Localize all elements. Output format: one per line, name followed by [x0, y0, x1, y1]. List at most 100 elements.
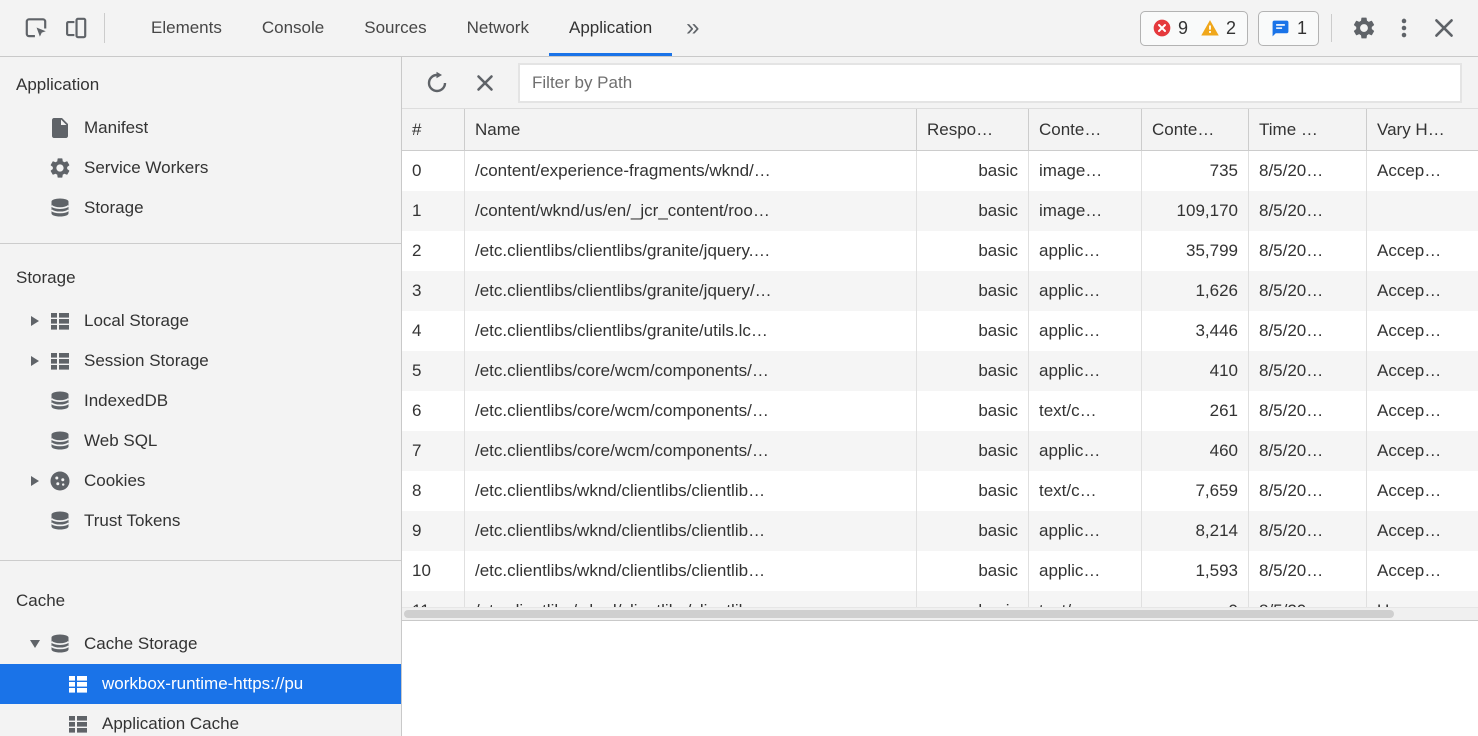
cell-time-cached: 8/5/20…: [1249, 391, 1367, 431]
column-header-respo-2[interactable]: Respo…: [917, 109, 1029, 150]
cell-num: 2: [402, 231, 465, 271]
chevron-double-right-icon: »: [686, 14, 699, 42]
tab-sources[interactable]: Sources: [344, 0, 446, 56]
cell-response-type: basic: [917, 151, 1029, 191]
tab-network[interactable]: Network: [447, 0, 549, 56]
table-row[interactable]: 0/content/experience-fragments/wknd/…bas…: [402, 151, 1478, 191]
warning-badge: 2: [1200, 18, 1236, 39]
sidebar-item-manifest[interactable]: Manifest: [0, 108, 401, 148]
scrollbar-thumb[interactable]: [404, 610, 1394, 618]
cell-vary: Accep…: [1367, 351, 1478, 391]
close-devtools-button[interactable]: [1424, 15, 1464, 41]
toolbar-divider: [104, 13, 105, 43]
cell-time-cached: 8/5/20…: [1249, 311, 1367, 351]
cell-vary: Accep…: [1367, 311, 1478, 351]
sidebar-item-cache-storage[interactable]: Cache Storage: [0, 624, 401, 664]
cell-num: 9: [402, 511, 465, 551]
messages-badge-group[interactable]: 1: [1258, 11, 1319, 46]
filter-by-path-input[interactable]: [518, 63, 1462, 103]
table-row[interactable]: 5/etc.clientlibs/core/wcm/components/…ba…: [402, 351, 1478, 391]
table-row[interactable]: 3/etc.clientlibs/clientlibs/granite/jque…: [402, 271, 1478, 311]
table-row[interactable]: 7/etc.clientlibs/core/wcm/components/…ba…: [402, 431, 1478, 471]
cell-name: /content/wknd/us/en/_jcr_content/roo…: [465, 191, 917, 231]
settings-button[interactable]: [1344, 15, 1384, 41]
toolbar-divider: [1331, 14, 1332, 42]
error-count: 9: [1178, 18, 1188, 39]
cookie-icon: [48, 469, 72, 493]
inspect-cursor-icon: [23, 15, 49, 41]
table-row[interactable]: 6/etc.clientlibs/core/wcm/components/…ba…: [402, 391, 1478, 431]
column-header-name-1[interactable]: Name: [465, 109, 917, 150]
delete-selected-button[interactable]: [468, 71, 502, 95]
cell-content-length: 7,659: [1142, 471, 1249, 511]
table-row[interactable]: 2/etc.clientlibs/clientlibs/granite/jque…: [402, 231, 1478, 271]
issues-badge-group[interactable]: 9 2: [1140, 11, 1248, 46]
cell-time-cached: 8/5/20…: [1249, 591, 1367, 607]
cell-content-length: 1,593: [1142, 551, 1249, 591]
sidebar-item-label: workbox-runtime-https://pu: [102, 674, 303, 694]
cell-content-length: 261: [1142, 391, 1249, 431]
table-row[interactable]: 10/etc.clientlibs/wknd/clientlibs/client…: [402, 551, 1478, 591]
cell-time-cached: 8/5/20…: [1249, 511, 1367, 551]
cell-content-type: applic…: [1029, 271, 1142, 311]
cell-response-type: basic: [917, 351, 1029, 391]
customize-menu-button[interactable]: [1384, 15, 1424, 41]
document-icon: [48, 116, 72, 140]
disclosure-triangle: [22, 476, 48, 486]
toggle-device-toolbar-button[interactable]: [56, 0, 96, 56]
table-row[interactable]: 1/content/wknd/us/en/_jcr_content/roo…ba…: [402, 191, 1478, 231]
chevron-collapsed-icon: [31, 356, 39, 366]
more-tabs-button[interactable]: »: [672, 0, 713, 56]
cell-response-type: basic: [917, 431, 1029, 471]
sidebar-item-session-storage[interactable]: Session Storage: [0, 341, 401, 381]
tab-console[interactable]: Console: [242, 0, 344, 56]
refresh-button[interactable]: [420, 71, 454, 95]
cell-content-type: text/c…: [1029, 391, 1142, 431]
devtools-toolbar: ElementsConsoleSourcesNetworkApplication…: [0, 0, 1478, 57]
column-header-conte-4[interactable]: Conte…: [1142, 109, 1249, 150]
clear-x-icon: [473, 71, 497, 95]
sidebar-item-service-workers[interactable]: Service Workers: [0, 148, 401, 188]
cell-vary: Accep…: [1367, 271, 1478, 311]
sidebar-item-storage[interactable]: Storage: [0, 188, 401, 228]
tab-application[interactable]: Application: [549, 0, 672, 56]
cell-vary: Accep…: [1367, 551, 1478, 591]
column-header-conte-3[interactable]: Conte…: [1029, 109, 1142, 150]
sidebar-item-label: Service Workers: [84, 158, 208, 178]
sidebar-item-web-sql[interactable]: Web SQL: [0, 421, 401, 461]
database-icon: [48, 632, 72, 656]
cell-name: /etc.clientlibs/core/wcm/components/…: [465, 351, 917, 391]
sidebar-item-cookies[interactable]: Cookies: [0, 461, 401, 501]
sidebar-item-application-cache[interactable]: Application Cache: [0, 704, 401, 736]
sidebar-section-application: ApplicationManifestService WorkersStorag…: [0, 57, 401, 244]
sidebar-section-title: Application: [0, 75, 401, 95]
table-row[interactable]: 9/etc.clientlibs/wknd/clientlibs/clientl…: [402, 511, 1478, 551]
tab-strip: ElementsConsoleSourcesNetworkApplication: [131, 0, 672, 56]
cell-response-type: basic: [917, 391, 1029, 431]
cell-name: /etc.clientlibs/core/wcm/components/…: [465, 391, 917, 431]
sidebar-item-local-storage[interactable]: Local Storage: [0, 301, 401, 341]
column-header-vary-h-6[interactable]: Vary H…: [1367, 109, 1478, 150]
cell-time-cached: 8/5/20…: [1249, 271, 1367, 311]
sidebar-item-workbox-runtime-https-pu[interactable]: workbox-runtime-https://pu: [0, 664, 401, 704]
inspect-element-button[interactable]: [16, 0, 56, 56]
column-header-index-0[interactable]: #: [402, 109, 465, 150]
chevron-collapsed-icon: [31, 476, 39, 486]
cell-name: /etc.clientlibs/wknd/clientlibs/clientli…: [465, 471, 917, 511]
sidebar-item-trust-tokens[interactable]: Trust Tokens: [0, 501, 401, 541]
table-row[interactable]: 11/etc.clientlibs/wknd/clientlibs/client…: [402, 591, 1478, 607]
sidebar-item-label: Cache Storage: [84, 634, 197, 654]
sidebar-item-indexeddb[interactable]: IndexedDB: [0, 381, 401, 421]
horizontal-scrollbar[interactable]: [402, 607, 1478, 620]
cell-num: 4: [402, 311, 465, 351]
database-icon: [48, 509, 72, 533]
cell-content-length: 410: [1142, 351, 1249, 391]
cell-time-cached: 8/5/20…: [1249, 431, 1367, 471]
column-header-time-5[interactable]: Time …: [1249, 109, 1367, 150]
cell-content-length: 460: [1142, 431, 1249, 471]
table-row[interactable]: 4/etc.clientlibs/clientlibs/granite/util…: [402, 311, 1478, 351]
warning-count: 2: [1226, 18, 1236, 39]
table-row[interactable]: 8/etc.clientlibs/wknd/clientlibs/clientl…: [402, 471, 1478, 511]
tab-elements[interactable]: Elements: [131, 0, 242, 56]
